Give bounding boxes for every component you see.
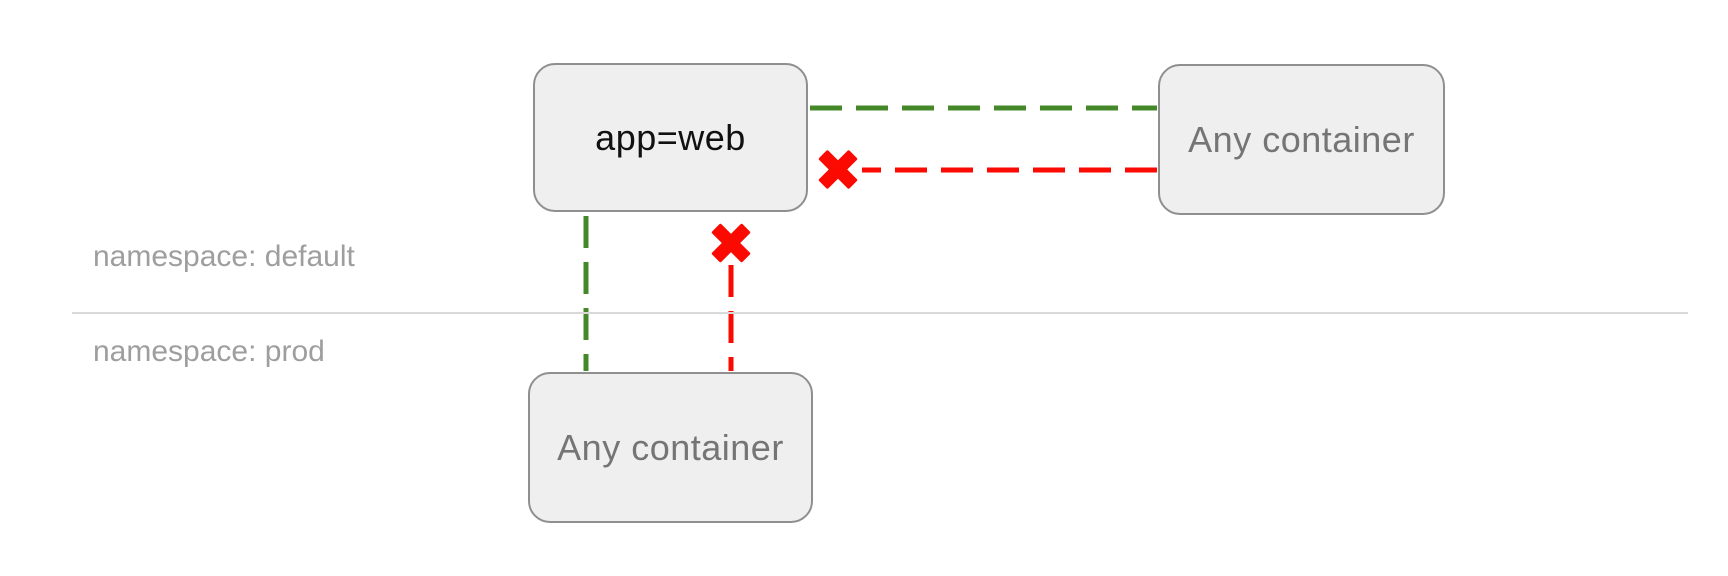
node-app-web: app=web [533, 63, 808, 212]
node-any-container-default-label: Any container [1188, 118, 1415, 160]
namespace-prod-label: namespace: prod [93, 335, 325, 368]
node-app-web-label: app=web [595, 116, 746, 158]
namespace-divider [72, 312, 1688, 314]
blocked-x-icon [711, 223, 751, 263]
namespace-default-label: namespace: default [93, 240, 355, 273]
blocked-x-icon [818, 150, 858, 189]
blocked-x-bar [818, 150, 858, 189]
blocked-x-bar [711, 223, 751, 263]
node-any-container-prod-label: Any container [557, 426, 784, 468]
node-any-container-default: Any container [1158, 64, 1445, 215]
node-any-container-prod: Any container [528, 372, 813, 523]
